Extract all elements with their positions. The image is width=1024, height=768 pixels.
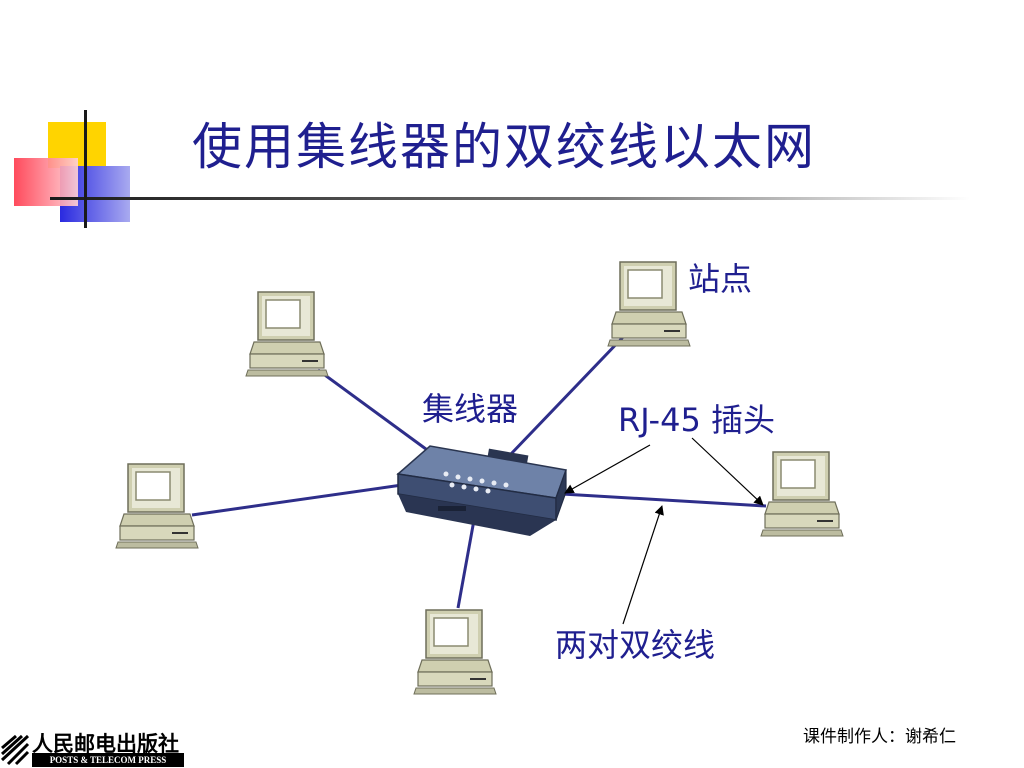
page-title: 使用集线器的双绞线以太网 [192, 118, 816, 176]
label-twisted-pair: 两对双绞线 [555, 626, 716, 664]
label-rj45: RJ-45 插头 [618, 401, 775, 439]
corner-decoration [14, 110, 970, 228]
cable-left [191, 483, 403, 517]
cable-top-right [508, 333, 627, 457]
hub-device [396, 445, 568, 536]
computer-right [760, 451, 844, 537]
cable-right [561, 492, 767, 508]
publisher-name-en: POSTS & TELECOM PRESS [32, 753, 184, 767]
horizontal-rule [50, 197, 970, 200]
publisher-logo: 人民邮电出版社 POSTS & TELECOM PRESS [0, 728, 186, 768]
label-hub: 集线器 [422, 390, 519, 428]
computer-bottom [413, 609, 497, 695]
computer-left [115, 463, 199, 549]
computer-top-right [607, 261, 691, 347]
cable-bottom [456, 519, 476, 609]
computer-top-left [245, 291, 329, 377]
publisher-emblem-icon [0, 734, 30, 766]
cable-top-left [317, 368, 431, 454]
vertical-rule [84, 110, 87, 228]
arrow-rj45-hub [564, 444, 651, 494]
arrow-rj45-pc [691, 437, 764, 506]
author-credit: 课件制作人：谢希仁 [803, 727, 956, 747]
publisher-name-cn: 人民邮电出版社 [32, 731, 179, 756]
label-station: 站点 [688, 260, 753, 298]
arrow-twisted-pair [622, 505, 664, 625]
